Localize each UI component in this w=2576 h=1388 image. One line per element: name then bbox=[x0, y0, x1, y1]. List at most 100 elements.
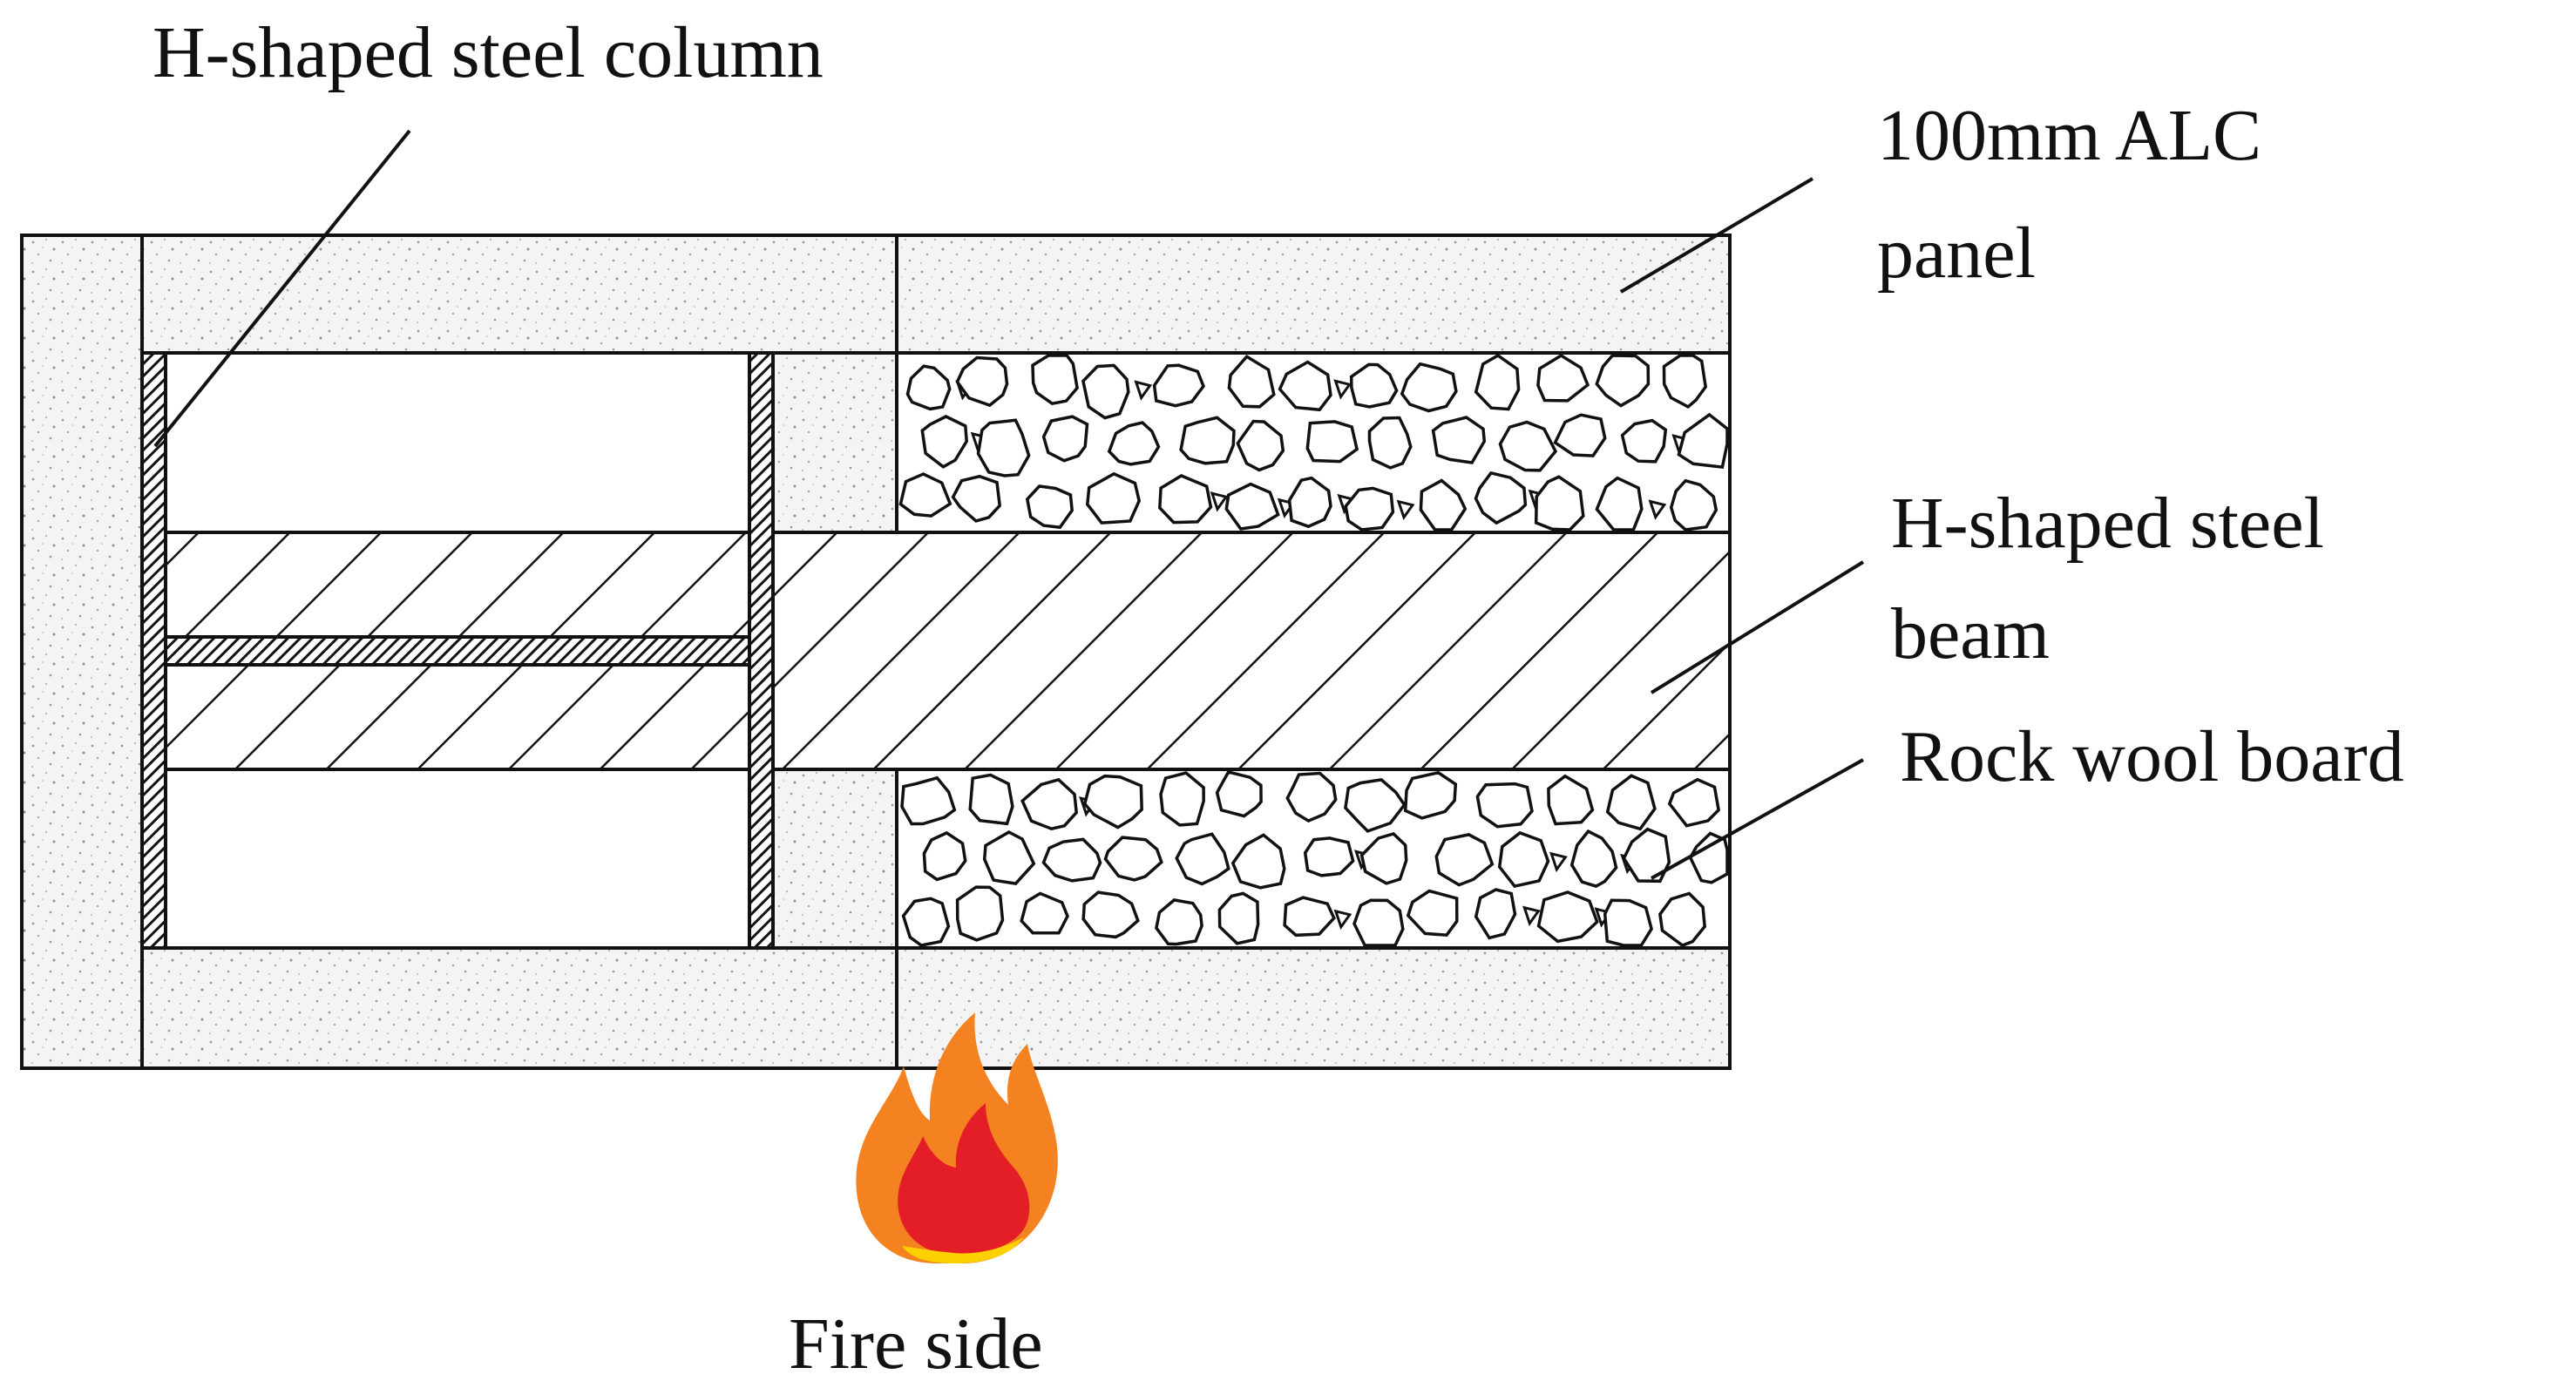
rock-wool-chip bbox=[1549, 851, 1568, 873]
rock-wool-stone bbox=[1175, 832, 1230, 886]
rock-wool-stone bbox=[1431, 416, 1487, 464]
cavity-upper bbox=[140, 351, 775, 534]
rock-wool-stone bbox=[901, 897, 951, 947]
rock-wool-stone bbox=[898, 472, 952, 518]
beam-section bbox=[771, 531, 1732, 771]
rock-wool-stone bbox=[1236, 419, 1285, 472]
rock-wool-chip bbox=[1522, 905, 1541, 926]
rock-wool-stone bbox=[1536, 353, 1590, 403]
flame-inner bbox=[898, 1103, 1030, 1255]
rock-wool-stone bbox=[1041, 837, 1102, 883]
rock-wool-stone bbox=[1534, 475, 1585, 532]
rock-wool-stone bbox=[1082, 774, 1143, 829]
flame-core bbox=[902, 1237, 1024, 1263]
rock-wool-stone bbox=[1025, 484, 1074, 530]
rock-wool-stone bbox=[1497, 830, 1550, 889]
rock-wool-stone bbox=[982, 830, 1036, 885]
rock-wool-stone bbox=[1475, 782, 1534, 829]
rockwool-lower-texture bbox=[900, 769, 1729, 947]
rock-wool-stone bbox=[1283, 896, 1336, 938]
rock-wool-stone bbox=[1553, 413, 1607, 457]
alc-middle-upper bbox=[771, 351, 898, 534]
rock-wool-stone bbox=[920, 415, 968, 469]
rock-wool-chip bbox=[1648, 499, 1667, 520]
rock-wool-stone bbox=[1605, 774, 1657, 831]
rock-wool-stone bbox=[1536, 890, 1599, 944]
rock-wool-chip bbox=[1333, 909, 1352, 931]
rock-wool-stone bbox=[1595, 354, 1651, 408]
rock-wool-stone bbox=[1287, 476, 1332, 529]
label-alc-line2: panel bbox=[1877, 213, 2036, 294]
rock-wool-stone bbox=[1041, 415, 1089, 463]
rock-wool-stone bbox=[1081, 363, 1130, 420]
rock-wool-stone bbox=[1020, 891, 1069, 935]
rock-wool-stone bbox=[1474, 888, 1517, 940]
rock-wool-stone bbox=[1622, 827, 1671, 884]
fire-icon bbox=[856, 1012, 1058, 1263]
rock-wool-stone bbox=[1658, 891, 1707, 947]
alc-bottom-right bbox=[895, 946, 1732, 1070]
rock-wool-stone bbox=[900, 775, 957, 826]
rock-wool-stone bbox=[1158, 474, 1213, 525]
rock-wool-stone bbox=[1227, 354, 1276, 409]
rock-wool-stone bbox=[1498, 420, 1558, 472]
rock-wool-stone bbox=[1669, 478, 1718, 532]
rock-wool-stone bbox=[955, 355, 1009, 408]
rock-wool-stone bbox=[1224, 482, 1280, 531]
rock-wool-stone bbox=[1085, 471, 1142, 525]
alc-bottom-left bbox=[140, 946, 898, 1070]
rock-wool-chip bbox=[1333, 379, 1352, 400]
leader-rockwool bbox=[1651, 758, 1864, 880]
rock-wool-stone bbox=[1419, 478, 1468, 532]
rock-wool-chip bbox=[1134, 380, 1153, 401]
rock-wool-stone bbox=[1159, 771, 1205, 827]
rock-wool-stone bbox=[1367, 416, 1413, 470]
cavity-lower bbox=[140, 768, 775, 950]
column-flange-left bbox=[140, 351, 167, 950]
column-web bbox=[164, 635, 751, 667]
rock-wool-stone bbox=[951, 474, 1002, 523]
rock-wool-stone bbox=[1285, 771, 1338, 823]
rock-wool-stone bbox=[1107, 421, 1161, 466]
beam-lower-flange-left bbox=[164, 663, 760, 771]
label-rockwool: Rock wool board bbox=[1900, 716, 2404, 797]
label-beam-line2: beam bbox=[1891, 593, 2050, 674]
rock-wool-stone bbox=[1103, 836, 1163, 882]
leader-alc bbox=[1619, 177, 1814, 294]
rock-wool-stone bbox=[905, 364, 952, 411]
alc-top-left bbox=[140, 234, 898, 355]
rock-wool-stone bbox=[1406, 889, 1459, 938]
label-column: H-shaped steel column bbox=[153, 12, 824, 93]
rock-wool-stone bbox=[1217, 891, 1260, 945]
rock-wool-stone bbox=[1620, 418, 1668, 464]
rock-wool-stone bbox=[1662, 354, 1708, 410]
rock-wool-stone bbox=[1031, 354, 1079, 406]
rock-wool-stone bbox=[922, 830, 967, 882]
rock-wool-stone bbox=[1152, 363, 1205, 408]
rock-wool-stone bbox=[1595, 476, 1644, 532]
rock-wool-stone bbox=[968, 773, 1014, 826]
rock-wool-stone bbox=[1400, 362, 1458, 413]
label-alc-line1: 100mm ALC bbox=[1877, 95, 2261, 176]
rock-wool-stone bbox=[1020, 777, 1079, 831]
rock-wool-stone bbox=[1215, 769, 1263, 818]
label-fire-side: Fire side bbox=[789, 1303, 1043, 1385]
rock-wool-stone bbox=[1359, 832, 1408, 885]
rock-wool-chip bbox=[1210, 491, 1229, 512]
alc-middle-lower bbox=[771, 768, 898, 950]
label-beam-line1: H-shaped steel bbox=[1891, 483, 2324, 564]
rock-wool-stone bbox=[1434, 833, 1495, 887]
alc-left-vertical bbox=[20, 234, 144, 1070]
rock-wool-stone bbox=[1344, 778, 1407, 833]
rock-wool-stone bbox=[955, 885, 1005, 942]
rockwool-upper-texture bbox=[898, 353, 1729, 532]
rock-wool-stone bbox=[1603, 898, 1653, 947]
rock-wool-stone bbox=[1547, 774, 1595, 826]
rock-wool-stone bbox=[1179, 416, 1236, 465]
alc-panels bbox=[20, 234, 1732, 1070]
rock-wool-stone bbox=[1569, 829, 1618, 888]
rock-wool-stone bbox=[1230, 833, 1286, 890]
rock-wool-stone bbox=[1349, 362, 1399, 409]
rock-wool-stone bbox=[1081, 890, 1140, 939]
